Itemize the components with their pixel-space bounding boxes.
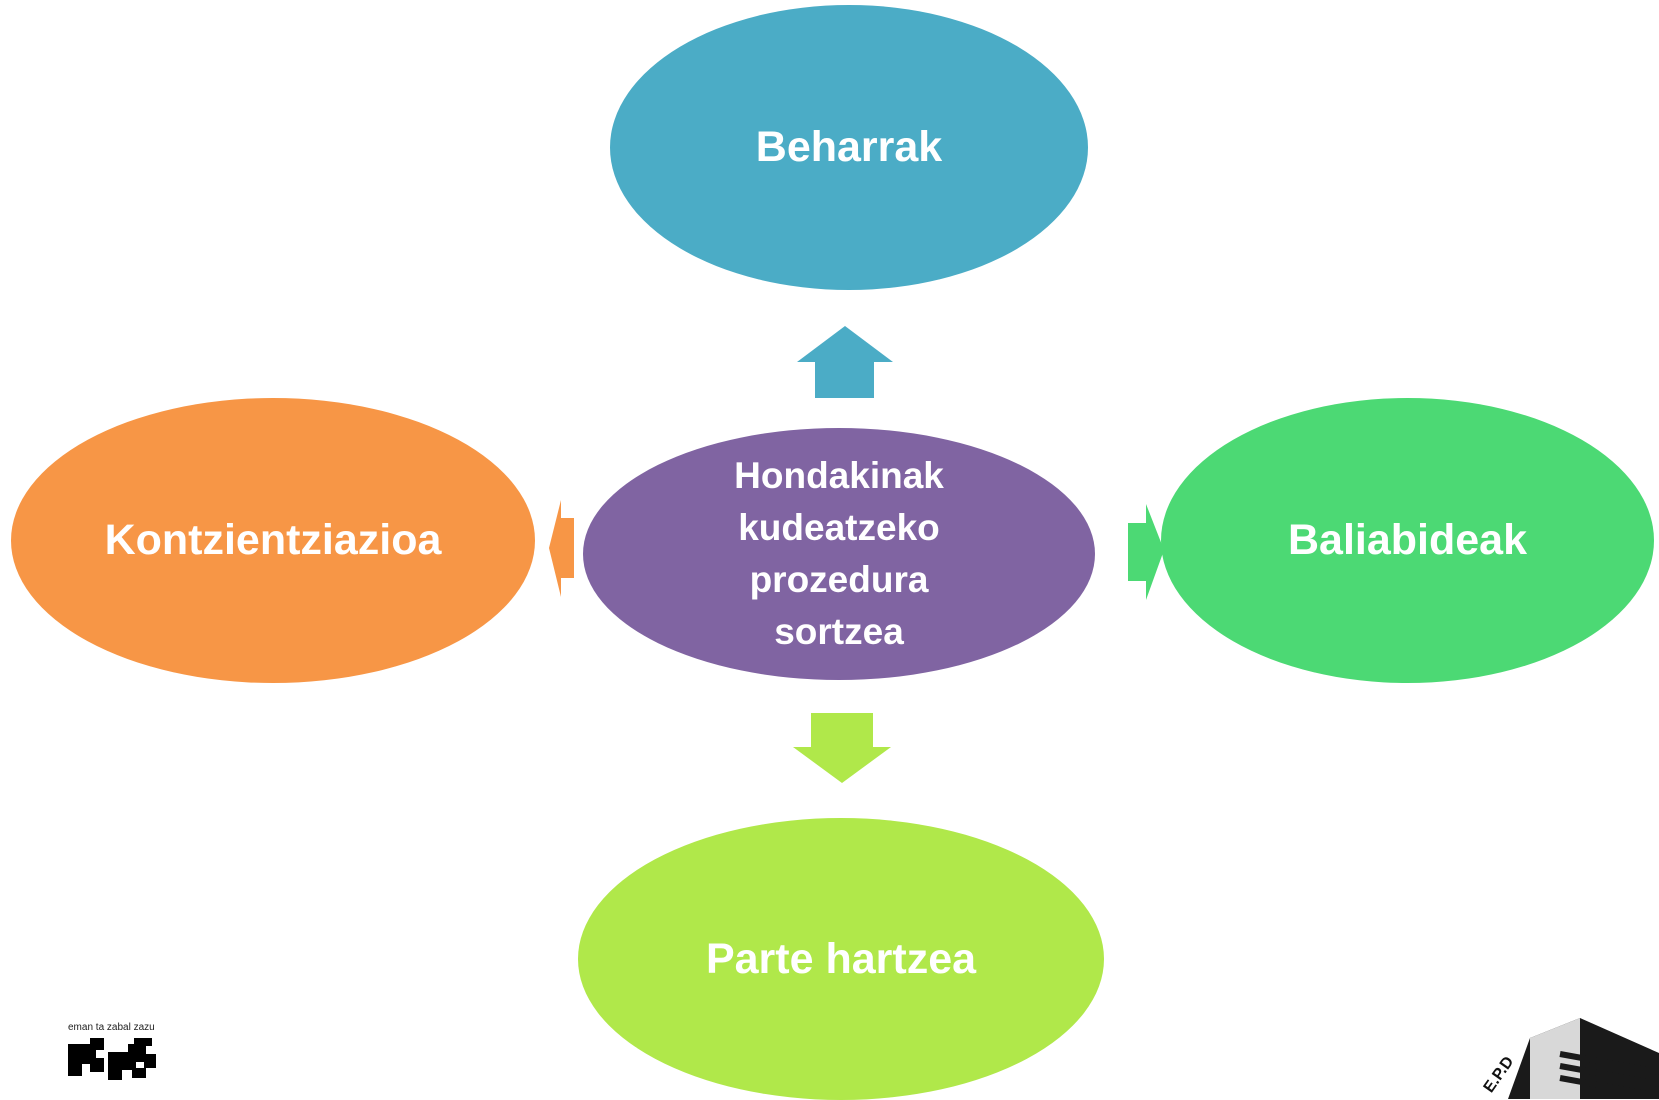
arrow-right xyxy=(1128,504,1164,600)
node-center: Hondakinak kudeatzeko prozedura sortzea xyxy=(583,428,1095,680)
node-label: Parte hartzea xyxy=(705,934,977,983)
arrow-up xyxy=(797,326,893,398)
center-line: prozedura xyxy=(749,559,929,600)
center-line: kudeatzeko xyxy=(738,507,940,548)
node-label: Beharrak xyxy=(755,123,943,171)
node-beharrak: Beharrak xyxy=(610,5,1088,290)
epd-logo-icon: E.P.D xyxy=(1481,1018,1659,1099)
node-baliabideak: Baliabideak xyxy=(1161,398,1654,683)
node-kontzientziazioa: Kontzientziazioa xyxy=(11,398,535,683)
node-label: Kontzientziazioa xyxy=(104,516,442,564)
upv-motto: eman ta zabal zazu xyxy=(68,1022,155,1033)
arrow-left xyxy=(549,500,574,597)
upv-logo-icon xyxy=(68,1038,156,1080)
node-parte-hartzea: Parte hartzea xyxy=(578,818,1104,1100)
center-line: Hondakinak xyxy=(734,455,944,496)
center-text: Hondakinak kudeatzeko prozedura sortzea xyxy=(734,450,944,658)
arrow-down xyxy=(793,713,891,783)
center-line: sortzea xyxy=(774,611,904,652)
node-label: Baliabideak xyxy=(1288,516,1527,564)
